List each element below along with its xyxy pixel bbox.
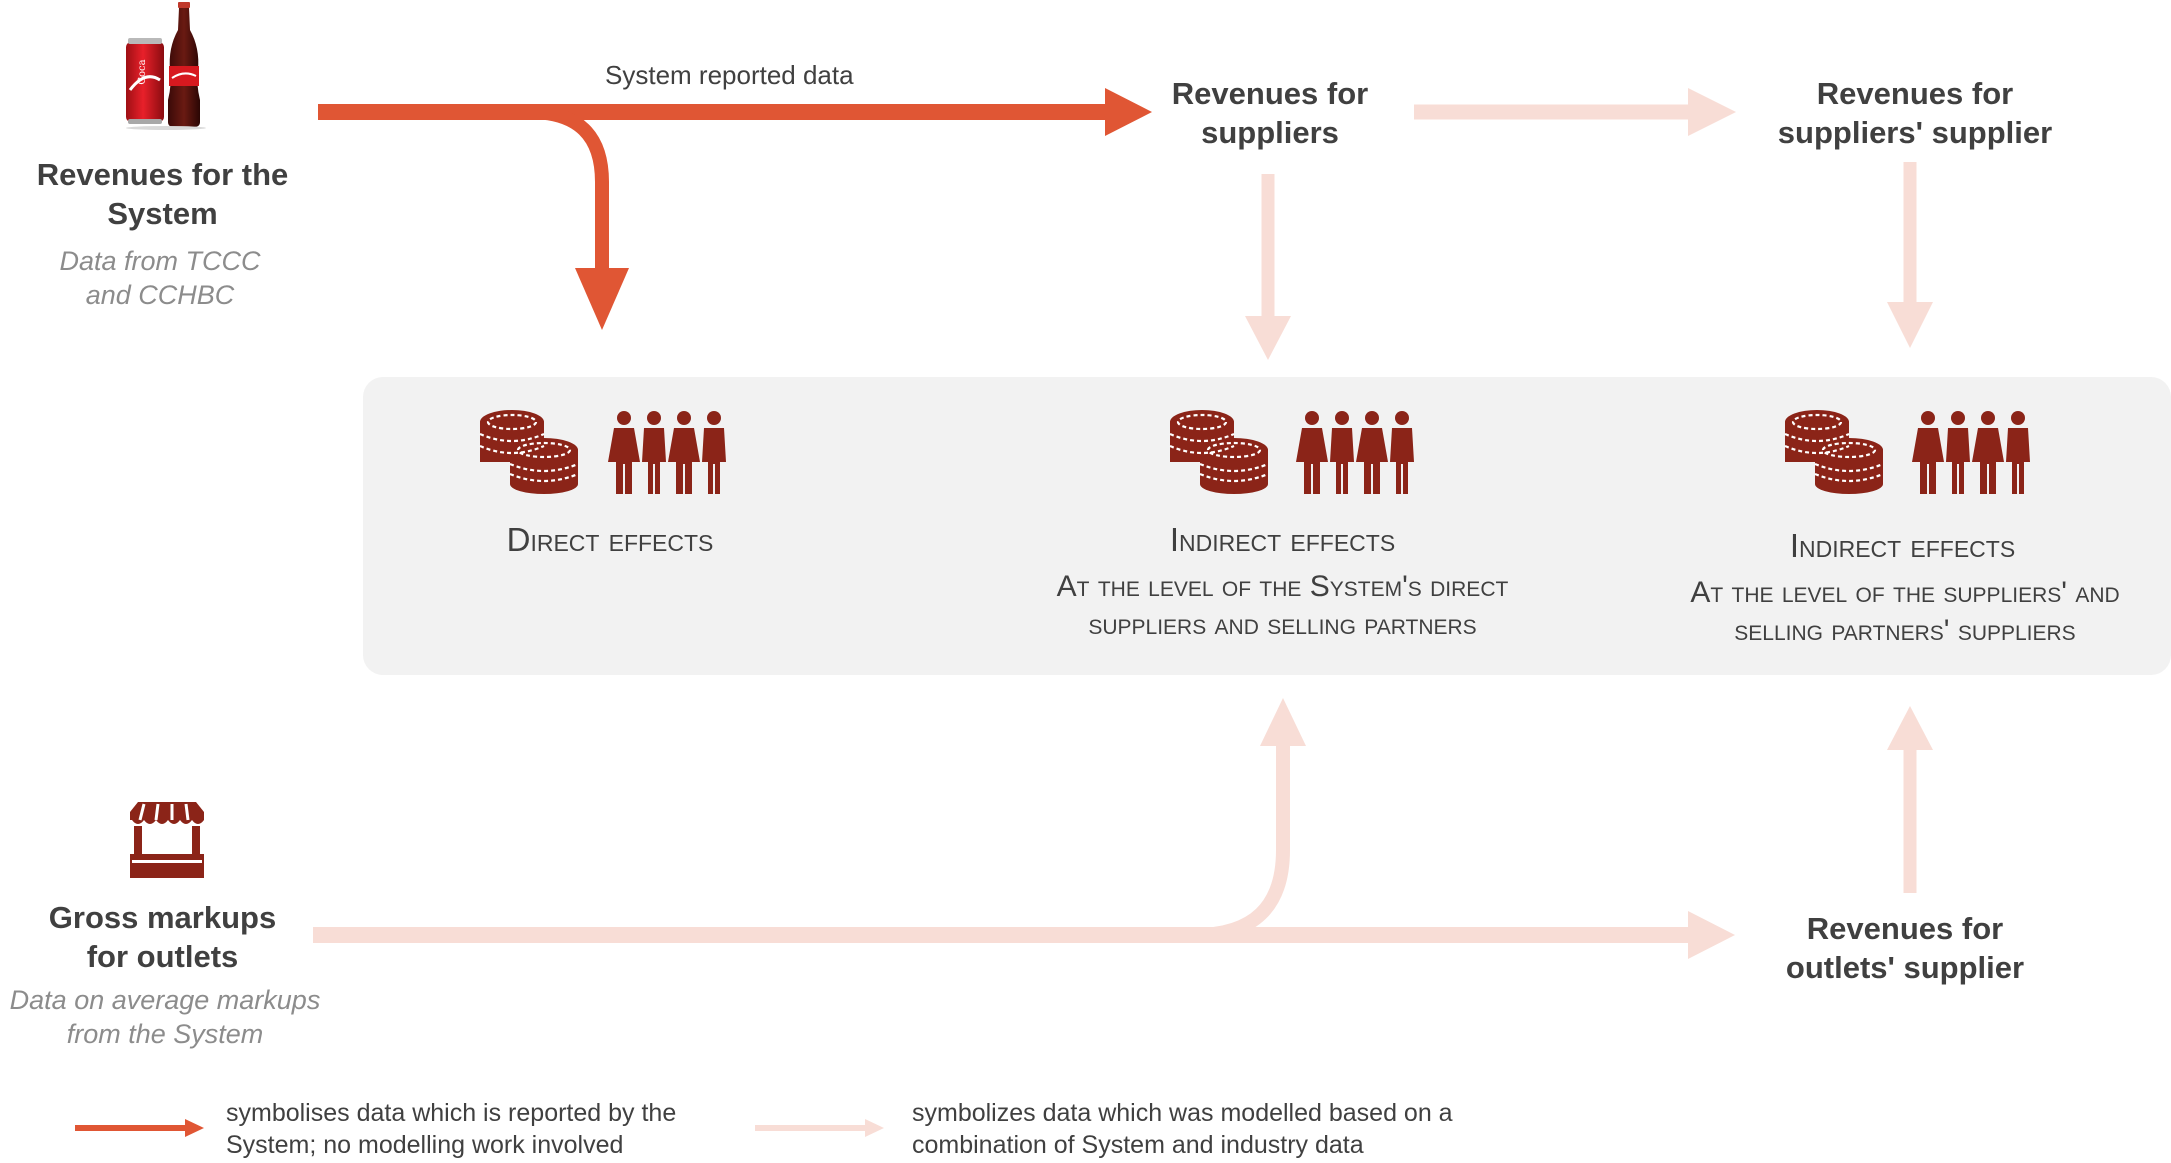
modelled-arrows [313, 88, 1933, 959]
arrowhead-system-to-direct [575, 268, 629, 330]
arrowhead-suppliers-supplier-to-indirect2 [1887, 302, 1933, 348]
arrow-outlets-to-indirect1 [1194, 742, 1290, 942]
effect-indirect2-desc: At the level of the suppliers' and selli… [1690, 576, 2120, 647]
legend-reported-arrowhead [185, 1119, 204, 1137]
reported-arrows [318, 88, 1152, 330]
effects-panel [363, 377, 2171, 675]
coins-icon [1169, 410, 1269, 494]
coins-icon [1784, 410, 1884, 494]
legend-modelled-text: symbolizes data which was modelled based… [912, 1099, 1453, 1159]
people-icon [608, 411, 726, 494]
node-outlets-supplier-title: Revenues for outlets' supplier [1785, 911, 2025, 985]
svg-text:Coca: Coca [137, 59, 148, 84]
arrowhead-suppliers-to-indirect1 [1245, 316, 1291, 360]
people-icon [1296, 411, 1414, 494]
effect-indirect1-title: Indirect effects [1169, 521, 1396, 558]
arrowhead-system-to-suppliers [1105, 88, 1152, 136]
arrowhead-outlets-to-outlets-supplier [1688, 911, 1735, 959]
arrowhead-outlets-supplier-to-indirect2 [1887, 706, 1933, 750]
node-suppliers-supplier-title: Revenues for suppliers' supplier [1777, 76, 2053, 150]
node-system-subtitle: Data from TCCC and CCHBC [59, 246, 261, 310]
node-suppliers-title: Revenues for suppliers [1171, 76, 1369, 150]
bottle-icon [168, 2, 200, 127]
effect-indirect2-title: Indirect effects [1789, 527, 2016, 564]
node-outlets-subtitle: Data on average markups from the System [9, 985, 321, 1049]
effect-direct-title: Direct effects [506, 521, 714, 558]
arrowhead-outlets-to-indirect1 [1260, 698, 1306, 746]
node-system-title: Revenues for the System [36, 157, 289, 231]
can-icon: Coca [126, 38, 164, 124]
arrow-system-to-direct [529, 105, 609, 272]
effect-indirect1-desc: At the level of the System's direct supp… [1056, 570, 1509, 641]
market-stall-icon [130, 802, 204, 878]
label-system-reported-data: System reported data [605, 60, 854, 90]
legend-arrows [75, 1119, 884, 1137]
legend-modelled-arrowhead [865, 1119, 884, 1137]
product-image: Coca [126, 2, 206, 130]
people-icon [1912, 411, 2030, 494]
legend-reported-text: symbolises data which is reported by the… [226, 1099, 677, 1159]
coins-icon [479, 410, 579, 494]
node-outlets-title: Gross markups for outlets [48, 900, 277, 974]
arrowhead-suppliers-to-suppliers-supplier [1688, 88, 1736, 136]
